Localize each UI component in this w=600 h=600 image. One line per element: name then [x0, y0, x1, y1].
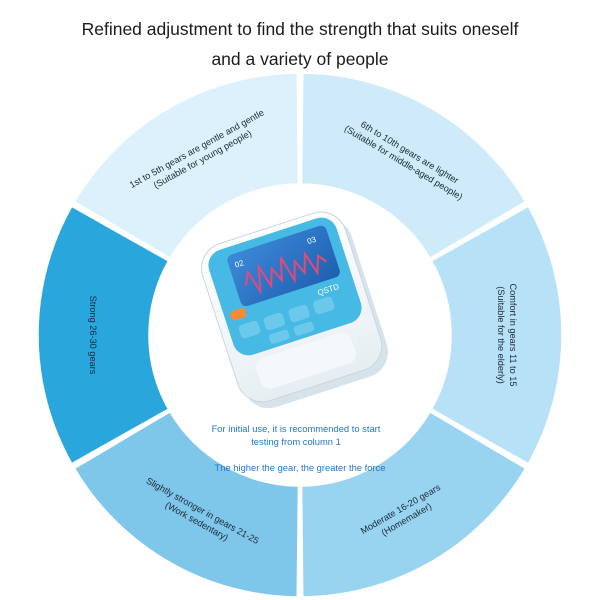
ring-segment: [300, 72, 527, 260]
device-button-icon: [288, 304, 310, 323]
device-button-icon: [268, 329, 290, 344]
device-screen: [227, 225, 340, 307]
screen-value-right: 03: [306, 235, 318, 246]
center-note-line-2: testing from column 1: [251, 436, 341, 447]
center-note-line-1: For initial use, it is recommended to st…: [212, 423, 381, 434]
power-button-icon: [230, 308, 247, 321]
header-line-1: Refined adjustment to find the strength …: [81, 19, 519, 39]
waveform-icon: [244, 250, 327, 296]
device-illustration: 02 03 QSTD: [201, 211, 388, 409]
center-note-line-3: The higher the gear, the greater the for…: [215, 462, 386, 473]
ring-segment: [73, 410, 300, 598]
ring-segments: [37, 72, 563, 598]
segment-label-line-2: (Suitable for the elderly): [496, 286, 506, 384]
segment-label: Strong 26-30 gears: [88, 296, 98, 375]
header-line-2: and a variety of people: [211, 49, 389, 69]
device-button-icon: [263, 312, 285, 331]
device-button-icon: [293, 321, 315, 336]
segment-label-line-1: Strong 26-30 gears: [88, 296, 98, 375]
device-button-icon: [238, 320, 261, 339]
header: Refined adjustment to find the strength …: [0, 14, 600, 74]
device-lower-panel: [256, 332, 356, 389]
screen-value-top: 02: [234, 258, 246, 269]
segment-label-line-1: Comfort in gears 11 to 15: [508, 284, 518, 387]
device-button-icon: [313, 296, 335, 315]
segment-label: Comfort in gears 11 to 15(Suitable for t…: [496, 284, 518, 387]
